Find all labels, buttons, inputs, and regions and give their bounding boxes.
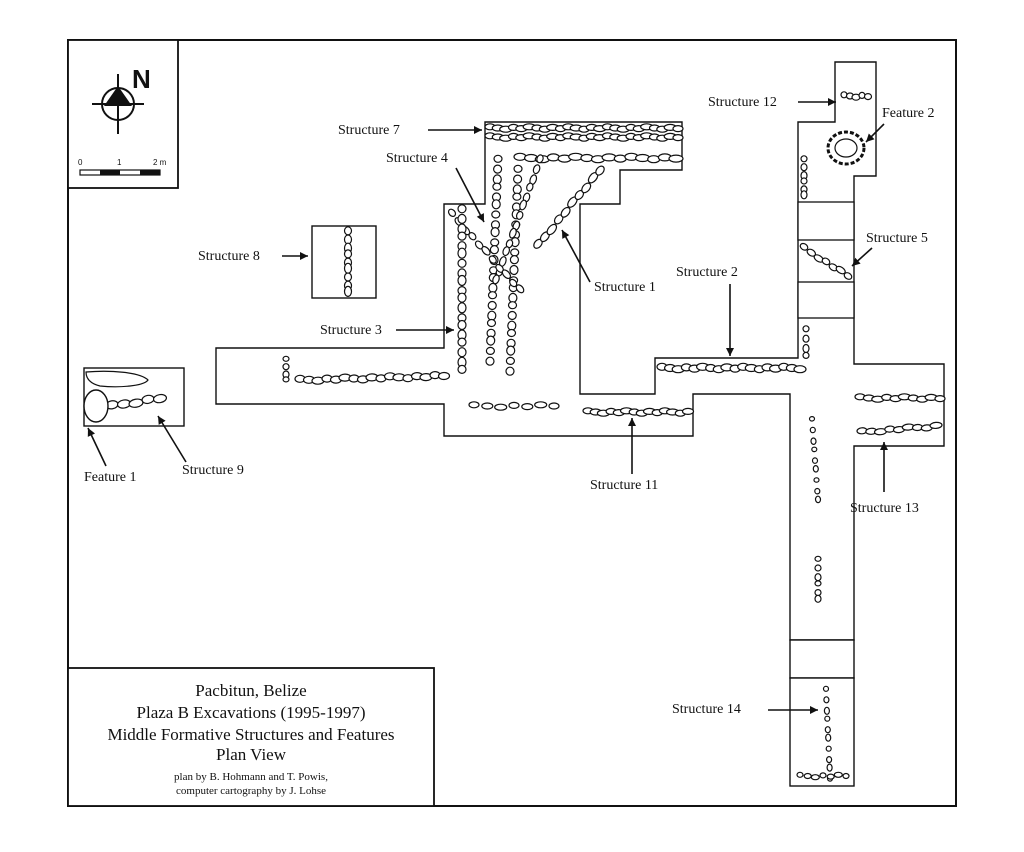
north-arrow-compass-icon	[92, 74, 144, 134]
map-title-view: Plan View	[216, 745, 287, 764]
structure-12-stones	[840, 91, 873, 101]
arrow-structure-14	[768, 706, 818, 714]
trench-gap-lower	[797, 281, 855, 319]
structure-11-stones	[582, 407, 695, 417]
label-feature-2: Feature 2	[882, 106, 934, 121]
label-structure-8: Structure 8	[198, 249, 260, 264]
map-title-subject: Middle Formative Structures and Features	[107, 725, 394, 744]
west-post-stones	[282, 355, 290, 383]
trench-south-unit	[789, 677, 855, 787]
label-arrows	[87, 98, 888, 714]
structure-9-stones	[105, 393, 168, 410]
arrow-structure-7	[428, 126, 482, 134]
structure-4-stones-b	[505, 164, 523, 376]
east-trench-stones-lower	[808, 415, 822, 504]
scale-bar	[79, 169, 161, 176]
structure-4-stones-d	[447, 208, 525, 294]
title-block: Pacbitun, Belize Plaza B Excavations (19…	[67, 667, 435, 807]
west-corridor-stones	[294, 370, 451, 385]
label-structure-4: Structure 4	[386, 151, 448, 166]
label-structure-11: Structure 11	[590, 478, 658, 493]
structure-4-stones-c	[492, 154, 544, 285]
structure-7-stones-row-b	[484, 132, 684, 142]
arrow-structure-4	[455, 167, 485, 223]
scale-tick-0: 0	[78, 158, 83, 167]
structure-13-stones-a	[854, 393, 946, 403]
structure-1-stones	[533, 165, 605, 249]
structure-7-stones-row-a	[484, 123, 684, 133]
label-structure-2: Structure 2	[676, 265, 738, 280]
label-structure-7: Structure 7	[338, 123, 400, 138]
feature-2-ring	[826, 130, 866, 166]
map-credit-plan: plan by B. Hohmann and T. Powis,	[174, 771, 328, 783]
arrow-feature-2	[865, 123, 885, 143]
arrow-structure-2	[726, 284, 734, 356]
arrow-structure-11	[628, 418, 636, 474]
label-structure-5: Structure 5	[866, 231, 928, 246]
structure-5-stones	[799, 242, 853, 280]
arrow-structure-9	[157, 415, 187, 463]
map-title-excavation: Plaza B Excavations (1995-1997)	[137, 703, 366, 722]
label-feature-1: Feature 1	[84, 470, 136, 485]
structure-3-stones	[457, 204, 467, 374]
arrow-structure-8	[282, 252, 308, 260]
label-structure-12: Structure 12	[708, 95, 777, 110]
central-south-stones	[468, 401, 560, 411]
arrow-structure-5	[851, 247, 873, 267]
feature-1-deposit	[83, 370, 149, 423]
arrow-structure-1	[561, 229, 591, 283]
stone-alignments	[105, 91, 946, 782]
structure-14-stones-base	[796, 771, 850, 781]
arrow-feature-1	[87, 427, 107, 467]
arrow-structure-3	[396, 326, 454, 334]
east-column-stones-upper	[800, 155, 808, 200]
excavation-trenches	[83, 61, 945, 787]
arrow-structure-12	[798, 98, 836, 106]
scale-tick-2m: 2 m	[153, 158, 167, 167]
label-structure-1: Structure 1	[594, 280, 656, 295]
trench-gap-upper	[797, 201, 855, 241]
north-letter: N	[132, 64, 151, 94]
structure-2-stones	[656, 362, 807, 374]
east-column-stones-mid	[802, 325, 810, 359]
scale-tick-1: 1	[117, 158, 122, 167]
label-structure-9: Structure 9	[182, 463, 244, 478]
label-structure-3: Structure 3	[320, 323, 382, 338]
map-credit-cartography: computer cartography by J. Lohse	[176, 785, 326, 797]
structure-13-stones-b	[856, 421, 943, 436]
structure-8-stones	[343, 226, 353, 297]
east-trench-stones-bottom	[814, 555, 822, 603]
arrow-structure-13	[880, 442, 888, 492]
label-structure-14: Structure 14	[672, 702, 741, 717]
map-title-site: Pacbitun, Belize	[195, 681, 306, 700]
legend-box: N 0 1 2 m	[67, 39, 179, 189]
label-structure-13: Structure 13	[850, 501, 919, 516]
trench-unexcavated-gap	[789, 639, 855, 679]
main-trench-outline	[215, 61, 945, 641]
